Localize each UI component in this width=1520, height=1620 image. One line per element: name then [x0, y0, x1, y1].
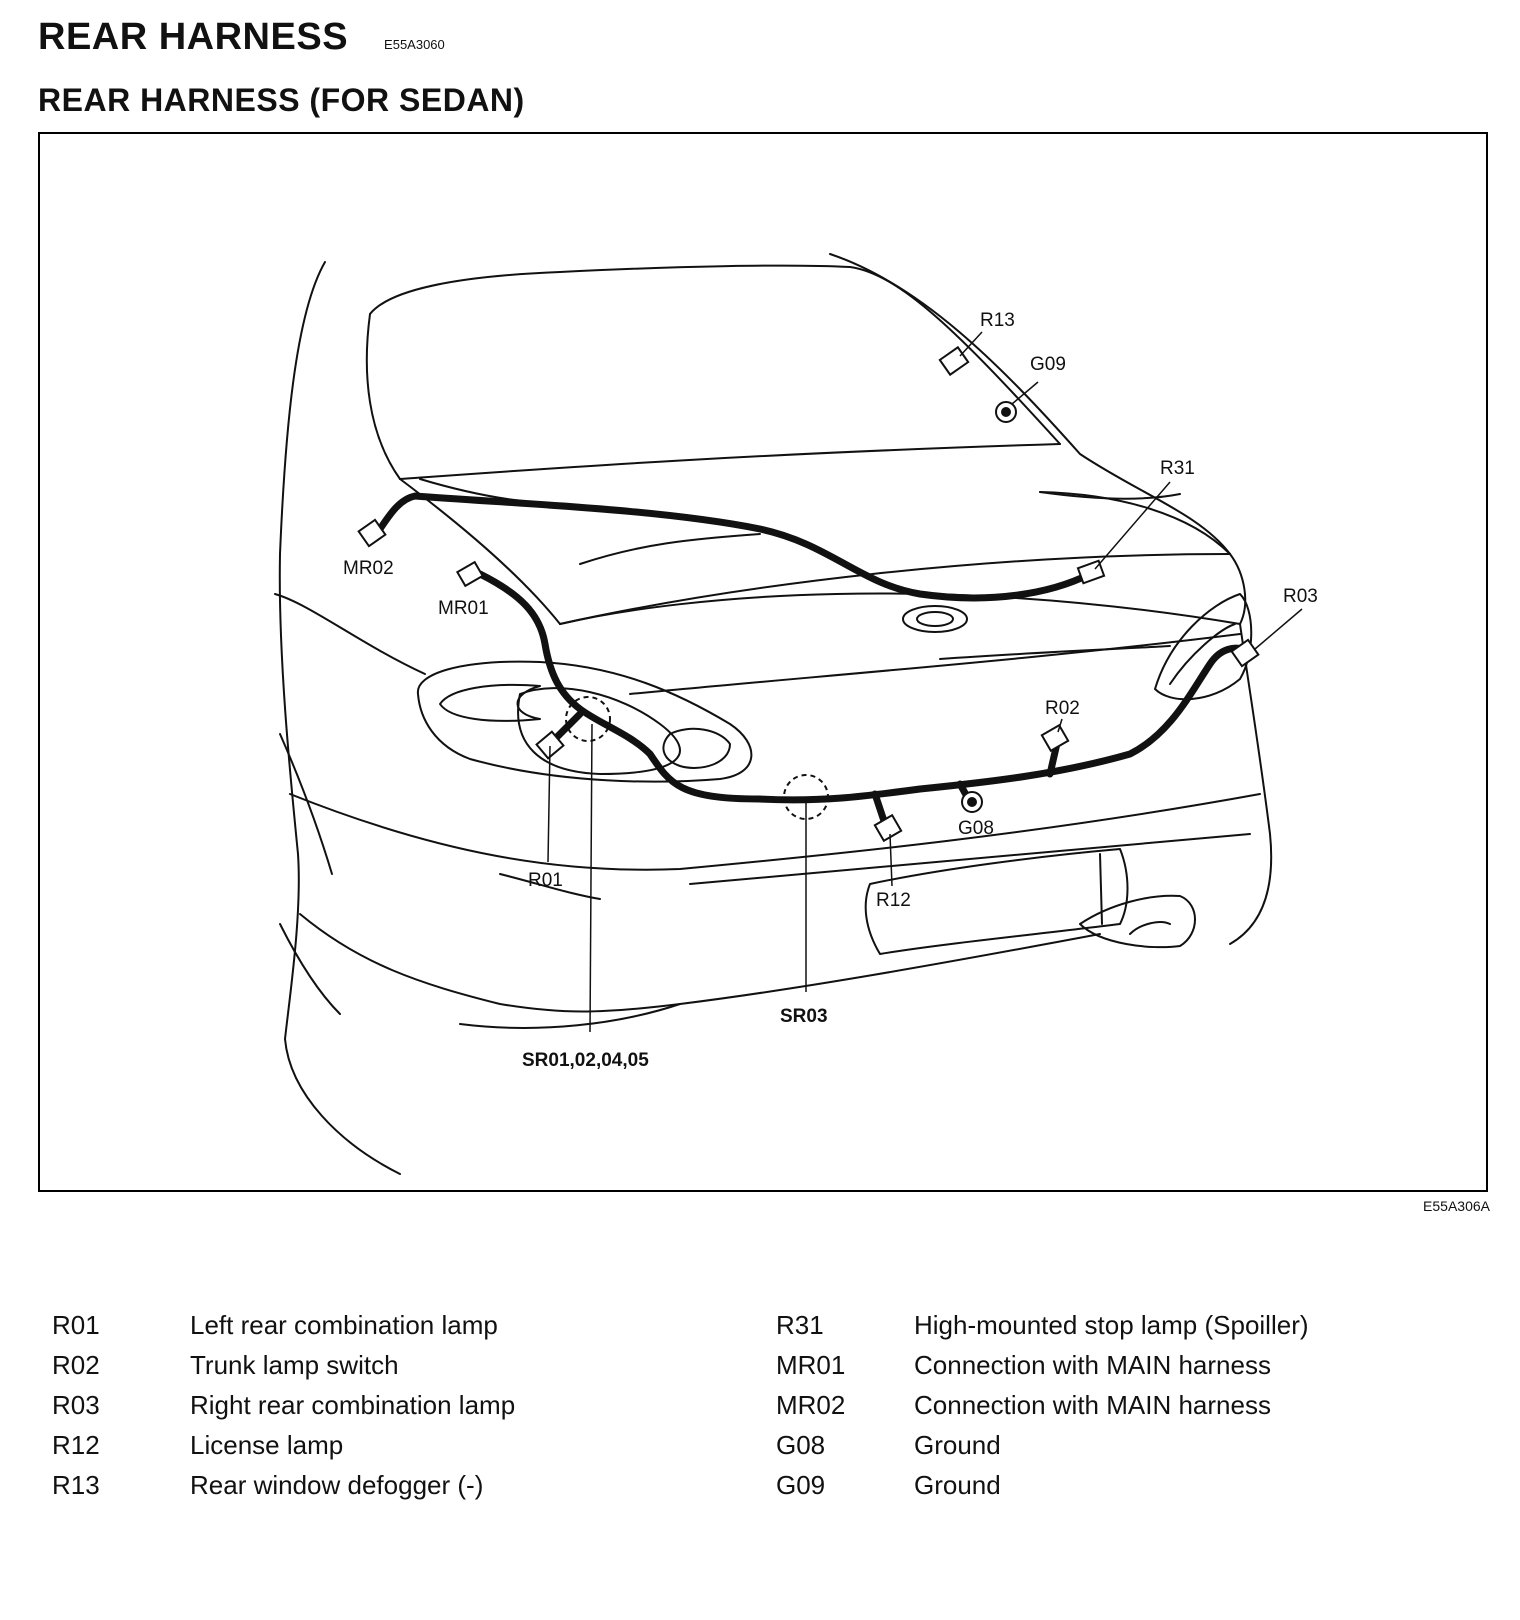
legend-row: G08 Ground: [776, 1430, 1309, 1470]
legend-row: R31 High-mounted stop lamp (Spoiller): [776, 1310, 1309, 1350]
car-body-outline: [274, 253, 1273, 1175]
callout-g09: G09: [1030, 354, 1066, 375]
legend-desc: License lamp: [190, 1430, 344, 1460]
mr01-connector-icon: [455, 560, 485, 588]
legend-row: R03 Right rear combination lamp: [52, 1390, 515, 1430]
callout-sr01: SR01,02,04,05: [522, 1050, 649, 1071]
legend-code: R03: [52, 1390, 100, 1420]
legend-code: G09: [776, 1470, 826, 1500]
legend-code: R13: [52, 1470, 100, 1500]
sr03-splice-icon: [783, 774, 829, 820]
legend-desc: Ground: [914, 1430, 1001, 1460]
legend-row: R13 Rear window defogger (-): [52, 1470, 515, 1510]
callout-mr02: MR02: [343, 558, 394, 579]
legend-desc: Connection with MAIN harness: [914, 1390, 1271, 1420]
r12-connector-icon: [873, 813, 903, 843]
legend-row: R02 Trunk lamp switch: [52, 1350, 515, 1390]
callout-g08: G08: [958, 818, 994, 839]
sr01-splice-icon: [565, 696, 611, 742]
callout-r02: R02: [1045, 698, 1080, 719]
car-rear-illustration: R13 G09 R31 MR02 MR01 R03 R02 G08 R01 R1…: [274, 253, 1318, 1175]
legend-code: R12: [52, 1430, 100, 1460]
mr02-connector-icon: [357, 518, 387, 548]
doc-code: E55A3060: [384, 37, 445, 52]
legend-code: MR02: [776, 1390, 846, 1420]
leader-lines: [547, 331, 1303, 1033]
legend-desc: Right rear combination lamp: [190, 1390, 516, 1420]
legend-code: R31: [776, 1310, 824, 1340]
legend-code: MR01: [776, 1350, 846, 1380]
r03-connector-icon: [1230, 638, 1260, 668]
legend-code: R01: [52, 1310, 100, 1340]
callout-sr03: SR03: [780, 1006, 828, 1027]
callout-r13: R13: [980, 310, 1015, 331]
page-title: REAR HARNESS: [38, 16, 349, 58]
legend-code: R02: [52, 1350, 100, 1380]
legend-row: R12 License lamp: [52, 1430, 515, 1470]
splice-circles: [565, 696, 829, 820]
r01-connector-icon: [535, 730, 565, 760]
legend-code: G08: [776, 1430, 826, 1460]
callout-r03: R03: [1283, 586, 1318, 607]
callout-r01: R01: [528, 870, 563, 891]
callout-r31: R31: [1160, 458, 1195, 479]
r02-connector-icon: [1040, 723, 1070, 753]
harness-diagram: R13 G09 R31 MR02 MR01 R03 R02 G08 R01 R1…: [38, 132, 1488, 1192]
legend-desc: Ground: [914, 1470, 1001, 1500]
legend-right-column: R31 High-mounted stop lamp (Spoiller) MR0…: [776, 1310, 1309, 1510]
legend-desc: Left rear combination lamp: [190, 1310, 498, 1340]
legend-row: MR01 Connection with MAIN harness: [776, 1350, 1309, 1390]
title-row: REAR HARNESS E55A3060: [38, 16, 445, 59]
figure-code: E55A306A: [1423, 1198, 1490, 1214]
legend-desc: Trunk lamp switch: [190, 1350, 399, 1380]
legend-desc: Rear window defogger (-): [190, 1470, 484, 1500]
callout-mr01: MR01: [438, 598, 489, 619]
legend-row: G09 Ground: [776, 1470, 1309, 1510]
page-subtitle: REAR HARNESS (FOR SEDAN): [38, 82, 525, 118]
legend-left-column: R01 Left rear combination lamp R02 Trunk l…: [52, 1310, 515, 1510]
legend-row: R01 Left rear combination lamp: [52, 1310, 515, 1350]
legend-desc: Connection with MAIN harness: [914, 1350, 1271, 1380]
legend-row: MR02 Connection with MAIN harness: [776, 1390, 1309, 1430]
legend-desc: High-mounted stop lamp (Spoiller): [914, 1310, 1309, 1340]
harness-wire: [376, 492, 1254, 828]
callout-r12: R12: [876, 890, 911, 911]
